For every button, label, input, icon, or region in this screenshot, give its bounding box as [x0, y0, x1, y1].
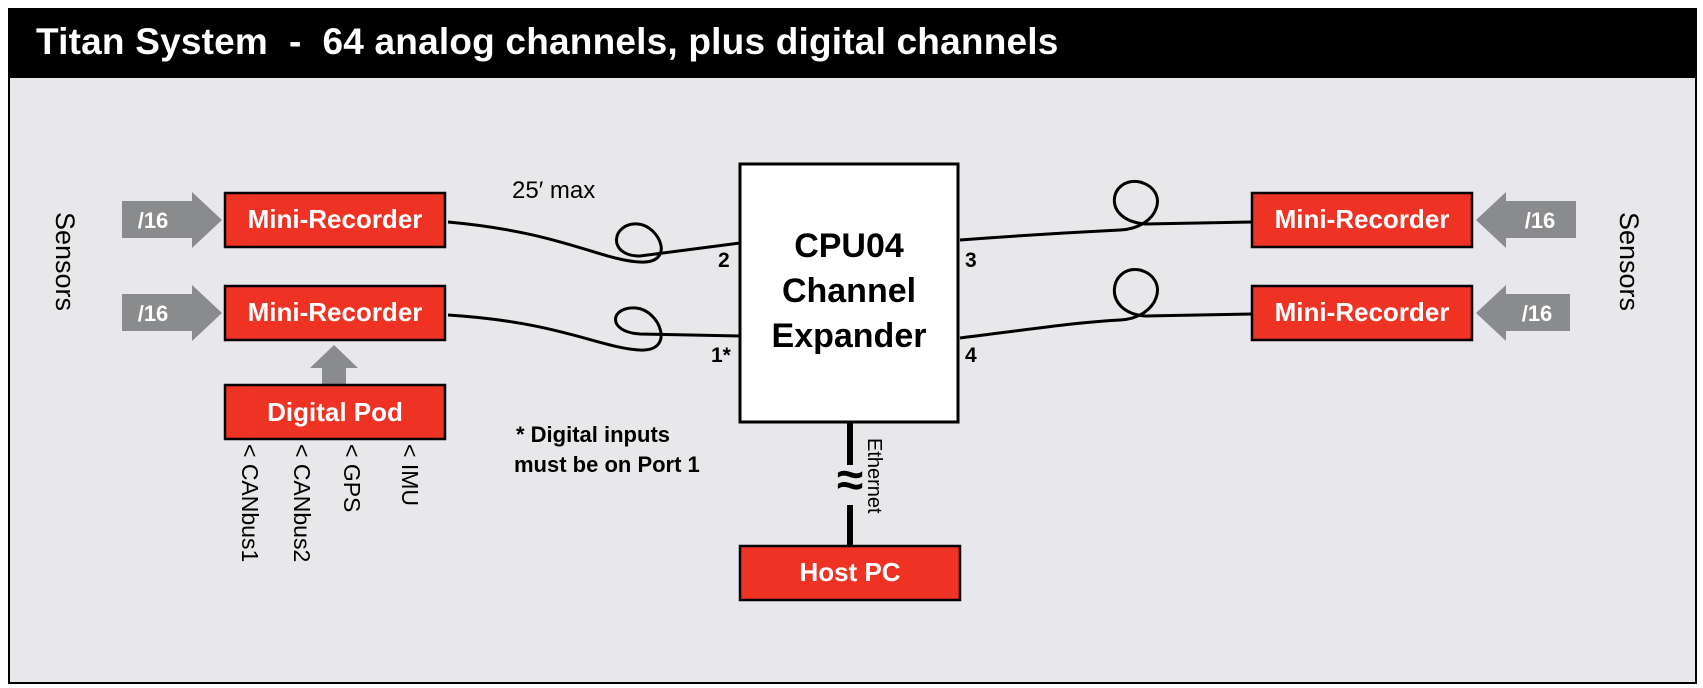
digital-input-gps: < GPS [339, 444, 365, 512]
right-recorder-box-2 [1250, 284, 1474, 342]
left-input-arrow-2 [122, 285, 222, 341]
cable-port3 [959, 180, 1253, 242]
right-recorder-1: Mini-Recorder /16 [1250, 191, 1576, 249]
cpu-title-line3: Expander [772, 317, 927, 355]
ethernet-label: Ethernet [863, 438, 885, 514]
footnote-line1: * Digital inputs [516, 422, 670, 447]
cpu-title-line2: Channel [782, 272, 916, 310]
left-recorder-2: /16 Mini-Recorder [122, 284, 447, 342]
host-pc: Host PC [738, 544, 962, 602]
host-pc-label: Host PC [799, 557, 900, 587]
ethernet-link: ≈ Ethernet [837, 423, 885, 546]
port-2-label: 2 [718, 249, 730, 272]
right-recorder-label-2: Mini-Recorder [1275, 297, 1450, 327]
cable-break-symbol: ≈ [837, 454, 863, 507]
left-recorder-label-1: Mini-Recorder [248, 204, 423, 234]
right-input-label-1: /16 [1525, 208, 1556, 233]
page-title: Titan System - 64 analog channels, plus … [36, 21, 1059, 62]
digital-pod: Digital Pod < CANbus1 < CANbus2 < GPS < … [223, 345, 447, 562]
cable-port2 [447, 220, 741, 264]
left-recorder-box-1 [223, 191, 447, 249]
cable-port1 [447, 306, 741, 352]
digital-pod-label: Digital Pod [267, 397, 403, 427]
right-input-label-2: /16 [1522, 301, 1553, 326]
cpu-box [738, 162, 960, 424]
cpu-expander: CPU04 Channel Expander 2 1* 3 4 [711, 162, 977, 424]
left-input-label-2: /16 [138, 301, 169, 326]
digital-input-canbus1: < CANbus1 [237, 444, 263, 562]
cpu-title-line1: CPU04 [794, 227, 904, 265]
footnote-line2: must be on Port 1 [514, 452, 700, 477]
right-input-arrow-2 [1476, 285, 1570, 341]
left-recorder-1: /16 Mini-Recorder [122, 191, 447, 249]
digital-pod-box [223, 383, 447, 441]
left-input-arrow-1 [122, 192, 222, 248]
left-input-label-1: /16 [138, 208, 169, 233]
digital-input-imu: < IMU [397, 444, 423, 506]
host-pc-box [738, 544, 962, 602]
cables [447, 180, 1253, 352]
port-4-label: 4 [965, 344, 977, 367]
cable-length-note: 25′ max [512, 177, 595, 204]
left-recorder-label-2: Mini-Recorder [248, 297, 423, 327]
right-input-arrow-1 [1476, 192, 1576, 248]
right-recorder-box-1 [1250, 191, 1474, 249]
right-recorder-label-1: Mini-Recorder [1275, 204, 1450, 234]
header-bar: Titan System - 64 analog channels, plus … [10, 10, 1695, 78]
cable-port4 [959, 268, 1253, 340]
digital-input-canbus2: < CANbus2 [289, 444, 315, 562]
port-1-label: 1* [711, 344, 732, 367]
right-recorder-2: Mini-Recorder /16 [1250, 284, 1570, 342]
left-sensors-label: Sensors [50, 212, 80, 311]
right-sensors-label: Sensors [1614, 212, 1644, 311]
digital-pod-arrow [310, 345, 358, 384]
left-recorder-box-2 [223, 284, 447, 342]
port-3-label: 3 [965, 249, 977, 272]
